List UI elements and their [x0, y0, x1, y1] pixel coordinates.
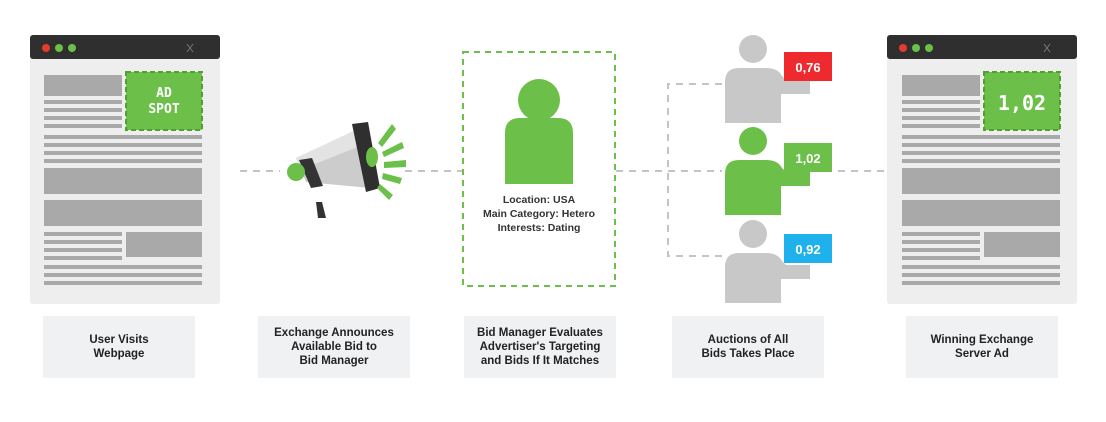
ad-spot-label-1: AD [156, 86, 172, 101]
window-x-icon [186, 43, 194, 53]
window-minimize-dot-icon [912, 44, 920, 52]
browser-window-winning-ad: 1,02 [887, 35, 1077, 304]
browser-window-user-page: AD SPOT [30, 35, 220, 304]
bid-manager-profile [462, 51, 616, 287]
megaphone-icon [287, 122, 406, 218]
bid-value: 0,92 [795, 242, 820, 257]
profile-interests: Interests: Dating [497, 222, 581, 234]
window-x-icon [1043, 43, 1051, 53]
bidder-person-icon [725, 127, 810, 215]
winning-bid-value: 1,02 [998, 91, 1046, 115]
window-minimize-dot-icon [55, 44, 63, 52]
user-profile-info: Location: USA Main Category: Hetero Inte… [463, 193, 615, 235]
connector-lines [240, 83, 886, 257]
step-caption-exchange-announces: Exchange Announces Available Bid to Bid … [258, 316, 410, 378]
bidder-3: 0,92 [725, 220, 832, 303]
bid-value: 1,02 [795, 151, 820, 166]
bid-value: 0,76 [795, 60, 820, 75]
profile-location: Location: USA [502, 194, 576, 206]
bid-tag [784, 234, 832, 263]
window-close-dot-icon [42, 44, 50, 52]
page-content-blocks [44, 75, 202, 285]
step-caption-user-visits: User Visits Webpage [43, 316, 195, 378]
window-maximize-dot-icon [925, 44, 933, 52]
page-content-blocks [902, 75, 1060, 285]
step-caption-winning-ad: Winning Exchange Server Ad [906, 316, 1058, 378]
bidder-2: 1,02 [725, 127, 832, 215]
bidder-person-icon [725, 35, 810, 123]
step-caption-auction: Auctions of All Bids Takes Place [672, 316, 824, 378]
bid-tag [784, 143, 832, 172]
user-person-icon [505, 79, 573, 184]
ad-spot-label-2: SPOT [148, 102, 179, 117]
window-maximize-dot-icon [68, 44, 76, 52]
ad-spot [125, 71, 203, 131]
profile-category: Main Category: Hetero [482, 208, 596, 220]
winning-ad-spot [983, 71, 1061, 131]
step-caption-bid-manager: Bid Manager Evaluates Advertiser's Targe… [464, 316, 616, 378]
bidder-1: 0,76 [725, 35, 832, 123]
bid-tag [784, 52, 832, 81]
bidder-person-icon [725, 220, 810, 303]
window-close-dot-icon [899, 44, 907, 52]
